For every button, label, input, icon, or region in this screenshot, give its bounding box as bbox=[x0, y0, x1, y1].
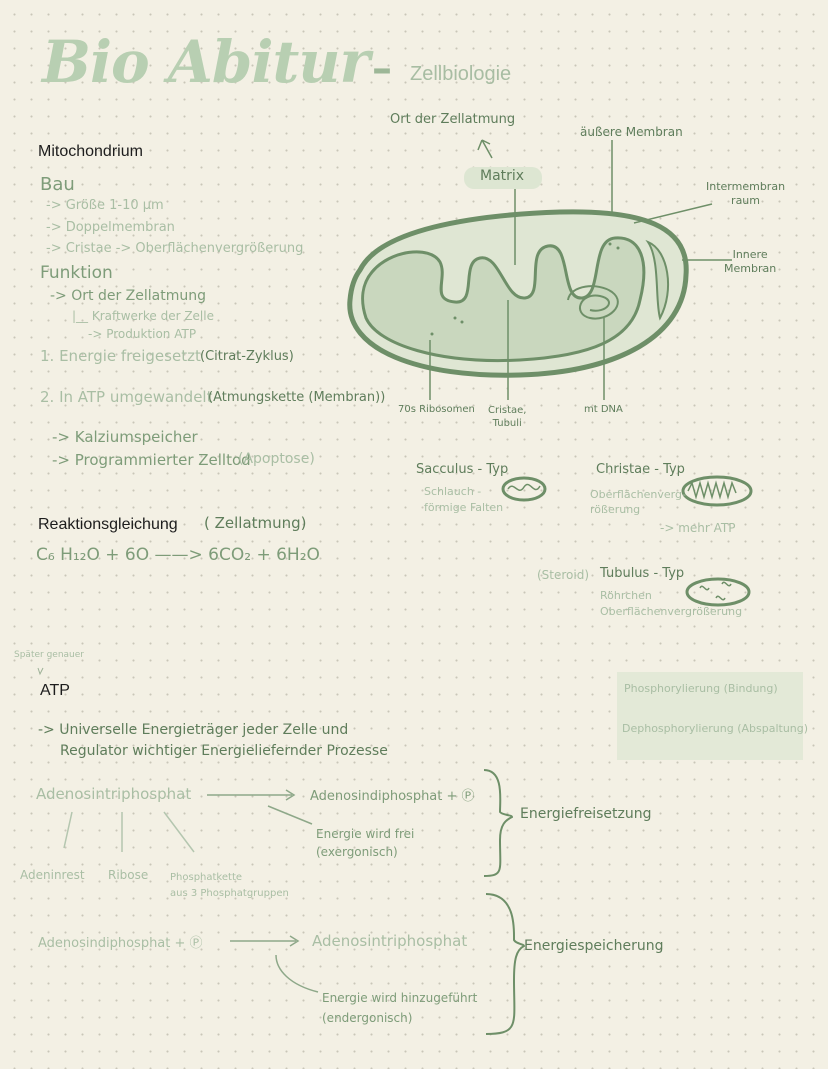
sacculus-icon bbox=[501, 476, 547, 502]
bau-item: -> Doppelmembran bbox=[46, 220, 175, 235]
christae-icon bbox=[681, 475, 753, 507]
label-ort-zellatmung: Ort der Zellatmung bbox=[390, 112, 516, 127]
mtdna-loop bbox=[567, 285, 619, 320]
ribose-label: Ribose bbox=[108, 868, 149, 882]
sacculus-title: Sacculus - Typ bbox=[416, 462, 509, 477]
funktion-subitem: -> Produktion ATP bbox=[88, 327, 197, 341]
christae-more: -> mehr ATP bbox=[660, 521, 736, 535]
page-subtitle: Zellbiologie bbox=[410, 63, 512, 85]
bau-heading: Bau bbox=[40, 174, 75, 195]
bau-item: -> Größe 1-10 µm bbox=[46, 198, 164, 213]
funktion-heading: Funktion bbox=[40, 263, 113, 283]
bau-item: -> Cristae -> Oberflächenvergrößerung bbox=[46, 241, 304, 256]
steroid-label: (Steroid) bbox=[537, 568, 590, 582]
step-1-detail: (Citrat-Zyklus) bbox=[200, 349, 294, 364]
label-mtdna: mt DNA bbox=[584, 404, 623, 415]
tubulus-title: Tubulus - Typ bbox=[600, 566, 685, 581]
energie-zugefuehrt: Energie wird hinzugeführt (endergonisch) bbox=[322, 991, 478, 1025]
step-2: 2. In ATP umgewandelt bbox=[40, 388, 213, 406]
tubulus-icon bbox=[685, 577, 751, 607]
reaction-equation: C₆ H₁₂O + 6O ——> 6CO₂ + 6H₂O bbox=[36, 545, 320, 565]
atp-name: Adenosintriphosphat bbox=[36, 785, 192, 803]
atp-desc-line2: Regulator wichtiger Energieliefernder Pr… bbox=[60, 743, 388, 759]
dephosphorylierung-text: Dephosphorylierung (Abspaltung) bbox=[622, 722, 809, 735]
title-dash: – bbox=[372, 46, 392, 92]
funktion-detail: (Apoptose) bbox=[238, 451, 315, 467]
atp-heading: ATP bbox=[40, 682, 70, 699]
phosphatkette-label: Phosphatkette aus 3 Phosphatgruppen bbox=[170, 872, 289, 899]
funktion-item: -> Kalziumspeicher bbox=[52, 428, 198, 446]
tubulus-desc: Röhrchen Oberflächenvergrößerung bbox=[600, 589, 743, 618]
brace-speicherung bbox=[485, 893, 526, 1035]
label-aussere-membran: äußere Membran bbox=[580, 125, 683, 139]
phosphorylierung-box bbox=[617, 672, 803, 760]
adp-plus-p: Adenosindiphosphat + Ⓟ bbox=[310, 789, 475, 804]
atp-name-2: Adenosintriphosphat bbox=[312, 932, 468, 950]
step-2-detail: (Atmungskette (Membran)) bbox=[208, 390, 386, 405]
label-cristae: Cristae, Tubuli bbox=[488, 405, 527, 429]
brace-freisetzung bbox=[483, 769, 514, 877]
reaktionsgleichung-heading: Reaktionsgleichung bbox=[38, 516, 178, 533]
mitochondrium-heading: Mitochondrium bbox=[38, 143, 143, 160]
christae-title: Christae - Typ bbox=[596, 462, 685, 477]
adeninrest-label: Adeninrest bbox=[20, 868, 85, 882]
funktion-subitem: |__ Kraftwerke der Zelle bbox=[72, 309, 214, 323]
spaeter-genauer-note: Später genauer bbox=[14, 650, 84, 660]
label-innere-membran: Innere Membran bbox=[724, 248, 777, 275]
funktion-item: -> Programmierter Zelltod bbox=[52, 451, 251, 469]
energiefreisetzung-label: Energiefreisetzung bbox=[520, 806, 652, 822]
adp-plus-p-2: Adenosindiphosphat + Ⓟ bbox=[38, 936, 203, 951]
energie-frei: Energie wird frei (exergonisch) bbox=[316, 827, 415, 859]
sacculus-desc: Schlauch - förmige Falten bbox=[424, 485, 504, 514]
atp-desc-line1: -> Universelle Energieträger jeder Zelle… bbox=[38, 722, 349, 738]
step-1: 1. Energie freigesetzt bbox=[40, 347, 201, 365]
label-intermembranraum: Intermembran raum bbox=[706, 180, 786, 207]
funktion-item: -> Ort der Zellatmung bbox=[50, 288, 206, 304]
phosphorylierung-text: Phosphorylierung (Bindung) bbox=[624, 682, 778, 695]
mitochondrion-inner-membrane bbox=[361, 236, 646, 363]
label-matrix: Matrix bbox=[480, 168, 525, 184]
label-ribosomen: 70s Ribosomen bbox=[398, 404, 475, 415]
reaktionsgleichung-note: ( Zellatmung) bbox=[204, 514, 307, 532]
page-title: Bio Abitur bbox=[42, 28, 370, 96]
energiespeicherung-label: Energiespeicherung bbox=[524, 938, 664, 954]
christae-desc: Oberflächenverg- rößerung bbox=[590, 488, 686, 516]
